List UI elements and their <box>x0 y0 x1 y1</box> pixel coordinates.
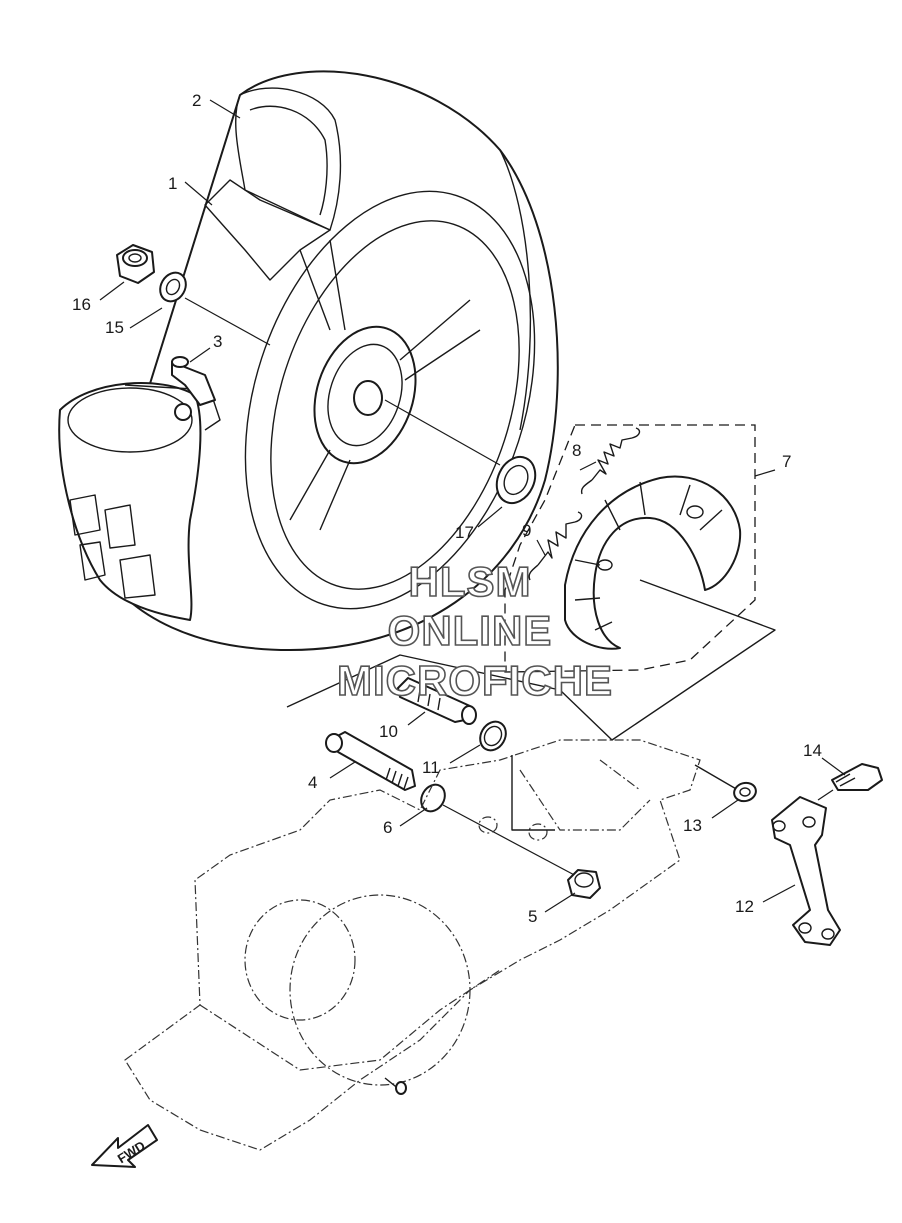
crankcase-reference <box>124 739 701 1151</box>
part-7-brake-shoe[interactable] <box>564 475 742 650</box>
callout-9[interactable]: 9 <box>522 521 531 540</box>
watermark-line-2: ONLINE <box>388 607 553 654</box>
part-13-washer[interactable] <box>732 780 758 803</box>
callout-7[interactable]: 7 <box>782 452 791 471</box>
fwd-arrow: FWD <box>91 1124 158 1168</box>
watermark: HLSM ONLINE MICROFICHE <box>336 557 613 705</box>
lever-leader <box>694 764 739 791</box>
callout-2[interactable]: 2 <box>192 91 201 110</box>
shaft-guide-line <box>511 755 555 831</box>
callout-11[interactable]: 11 <box>422 758 440 777</box>
callout-14[interactable]: 14 <box>803 741 822 760</box>
part-12-lever[interactable] <box>771 796 841 946</box>
part-10-cam-shaft[interactable] <box>397 677 477 725</box>
part-4-shaft[interactable] <box>325 731 416 791</box>
part-11-o-ring[interactable] <box>475 717 511 755</box>
callout-15[interactable]: 15 <box>105 318 124 337</box>
part-8-spring[interactable] <box>580 427 641 495</box>
callout-12[interactable]: 12 <box>735 897 754 916</box>
wheel-rim[interactable] <box>195 154 585 646</box>
part-15-washer[interactable] <box>155 268 191 306</box>
callout-8[interactable]: 8 <box>572 441 581 460</box>
callout-1[interactable]: 1 <box>168 174 177 193</box>
tire[interactable] <box>94 70 559 651</box>
callout-leaders <box>99 99 846 913</box>
callout-5[interactable]: 5 <box>528 907 537 926</box>
hub-housing <box>58 382 221 621</box>
callout-16[interactable]: 16 <box>72 295 91 314</box>
watermark-line-3: MICROFICHE <box>337 657 613 704</box>
watermark-line-1: HLSM <box>409 558 532 605</box>
brake-shoe-group-outline <box>504 424 756 673</box>
shaft-group-outline <box>286 579 776 741</box>
part-16-nut[interactable] <box>116 244 155 284</box>
callout-labels: 1 2 3 4 5 6 7 8 9 10 11 12 13 14 15 16 1… <box>72 91 822 926</box>
callout-10[interactable]: 10 <box>379 722 398 741</box>
part-3-bolt[interactable] <box>171 356 216 421</box>
callout-4[interactable]: 4 <box>308 773 317 792</box>
part-14-bolt[interactable] <box>831 763 883 791</box>
part-17-seal[interactable] <box>490 451 543 510</box>
callout-13[interactable]: 13 <box>683 816 702 835</box>
part-9-spring[interactable] <box>528 511 583 581</box>
part-6-o-ring[interactable] <box>416 780 449 815</box>
callout-17[interactable]: 17 <box>455 523 474 542</box>
callout-6[interactable]: 6 <box>383 818 392 837</box>
callout-3[interactable]: 3 <box>213 332 222 351</box>
